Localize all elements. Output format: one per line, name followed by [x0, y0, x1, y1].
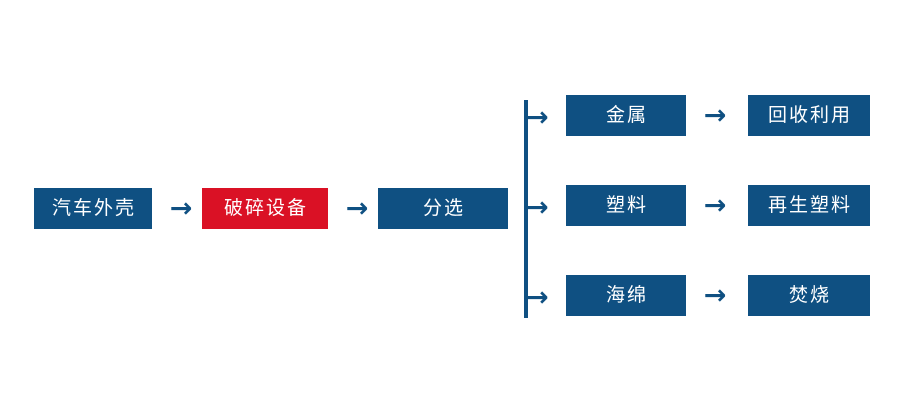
- node-material-sponge-label: 海绵: [605, 284, 648, 306]
- arrow-right-icon-plastic: →: [703, 190, 727, 221]
- node-material-plastic-label: 塑料: [605, 194, 648, 216]
- branch-stub-arrow-icon-metal: →: [526, 101, 549, 133]
- branch-bus-line: [524, 100, 528, 318]
- node-destination-plastic-label: 再生塑料: [767, 194, 852, 216]
- node-material-sponge[interactable]: 海绵: [566, 275, 686, 316]
- node-crusher-label: 破碎设备: [223, 197, 308, 219]
- node-sorting-label: 分选: [422, 197, 465, 219]
- node-material-plastic[interactable]: 塑料: [566, 185, 686, 226]
- node-destination-metal[interactable]: 回收利用: [748, 95, 870, 136]
- node-destination-metal-label: 回收利用: [767, 104, 852, 126]
- node-material-metal-label: 金属: [605, 104, 648, 126]
- arrow-right-icon-metal: →: [703, 100, 727, 131]
- node-input[interactable]: 汽车外壳: [34, 188, 152, 229]
- arrow-right-icon-input-to-crusher: →: [169, 193, 193, 224]
- node-destination-plastic[interactable]: 再生塑料: [748, 185, 870, 226]
- node-material-metal[interactable]: 金属: [566, 95, 686, 136]
- branch-stub-arrow-icon-plastic: →: [526, 191, 549, 223]
- arrow-right-icon-sponge: →: [703, 280, 727, 311]
- node-input-label: 汽车外壳: [51, 197, 136, 219]
- node-sorting[interactable]: 分选: [378, 188, 508, 229]
- arrow-right-icon-crusher-to-sorting: →: [345, 193, 369, 224]
- node-destination-sponge[interactable]: 焚烧: [748, 275, 870, 316]
- node-destination-sponge-label: 焚烧: [788, 284, 831, 306]
- node-crusher[interactable]: 破碎设备: [202, 188, 328, 229]
- branch-stub-arrow-icon-sponge: →: [526, 281, 549, 313]
